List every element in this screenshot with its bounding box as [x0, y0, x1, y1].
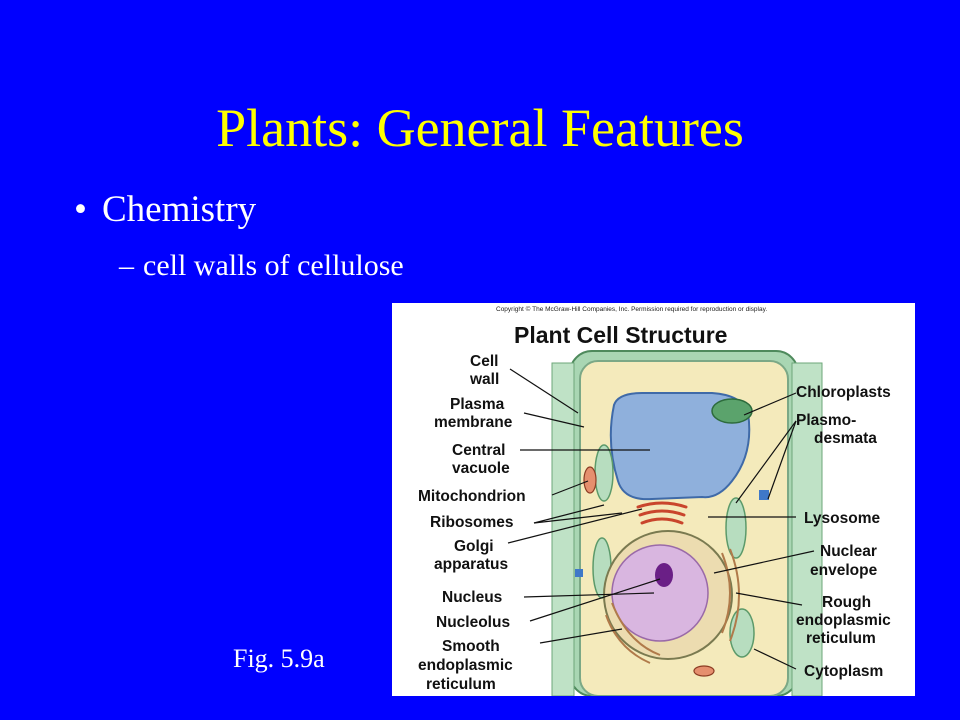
- label-mitochondrion: Mitochondrion: [418, 488, 526, 505]
- mitochondrion-shape: [583, 466, 597, 494]
- sub-bullet-text: cell walls of cellulose: [143, 249, 404, 282]
- label-nucleolus: Nucleolus: [436, 614, 510, 631]
- label-lysosome: Lysosome: [804, 510, 880, 527]
- nucleolus-shape: [655, 563, 673, 587]
- label-plasma-membrane-line2: membrane: [434, 414, 513, 431]
- sub-bullet-cell-walls: –cell walls of cellulose: [119, 246, 404, 286]
- figure-title: Plant Cell Structure: [514, 322, 727, 348]
- label-golgi-line2: apparatus: [434, 556, 508, 573]
- bullet-text: Chemistry: [102, 189, 257, 230]
- central-vacuole-shape: [609, 392, 751, 501]
- label-rough-er-line1: Rough: [822, 594, 871, 611]
- figure-copyright: Copyright © The McGraw-Hill Companies, I…: [496, 305, 767, 313]
- label-central-vacuole-line2: vacuole: [452, 460, 510, 477]
- label-cell-wall-line1: Cell: [470, 353, 498, 370]
- label-central-vacuole-line1: Central: [452, 442, 505, 459]
- cell-drawing: [551, 350, 823, 696]
- mitochondrion-lower-shape: [693, 665, 715, 677]
- label-rough-er-line2: endoplasmic: [796, 612, 891, 629]
- label-ribosomes: Ribosomes: [430, 514, 514, 531]
- golgi-shape: [636, 501, 688, 525]
- labels-right: Chloroplasts Plasmo- desmata Lysosome Nu…: [796, 384, 891, 680]
- label-cytoplasm: Cytoplasm: [804, 663, 883, 680]
- label-smooth-er-line1: Smooth: [442, 638, 500, 655]
- neighbour-cell-right: [791, 362, 823, 696]
- bullet-chemistry: • Chemistry: [74, 188, 256, 232]
- slide-title: Plants: General Features: [216, 98, 744, 158]
- chloroplast-right-shape: [725, 497, 747, 559]
- rough-er-shape: [605, 548, 740, 664]
- label-plasmodesmata-line1: Plasmo-: [796, 412, 856, 429]
- plasmodesma-shape: [759, 490, 769, 500]
- leader-lines-left: [507, 368, 661, 644]
- figure-caption: Fig. 5.9a: [233, 644, 325, 673]
- label-smooth-er-line3: reticulum: [426, 676, 496, 693]
- label-nuclear-envelope-line1: Nuclear: [820, 543, 877, 560]
- label-nuclear-envelope-line2: envelope: [810, 562, 878, 579]
- sub-bullet-marker: –: [119, 249, 134, 282]
- plant-cell-figure: Copyright © The McGraw-Hill Companies, I…: [392, 303, 915, 696]
- labels-left: Cell wall Plasma membrane Central vacuol…: [418, 353, 526, 693]
- label-plasmodesmata-line2: desmata: [814, 430, 877, 447]
- label-chloroplasts: Chloroplasts: [796, 384, 891, 401]
- label-rough-er-line3: reticulum: [806, 630, 876, 647]
- label-plasma-membrane-line1: Plasma: [450, 396, 505, 413]
- leader-lines-right: [708, 392, 815, 670]
- label-nucleus: Nucleus: [442, 589, 502, 606]
- label-cell-wall-line2: wall: [469, 371, 499, 388]
- chloroplast-shape: [711, 398, 753, 424]
- nucleus-shape: [611, 544, 709, 642]
- plasmodesma-left-shape: [575, 569, 583, 577]
- chloroplast-left-shape: [594, 444, 614, 502]
- label-golgi-line1: Golgi: [454, 538, 494, 555]
- plant-cell-diagram: Copyright © The McGraw-Hill Companies, I…: [418, 305, 891, 696]
- label-smooth-er-line2: endoplasmic: [418, 657, 513, 674]
- bullet-marker: •: [74, 189, 87, 230]
